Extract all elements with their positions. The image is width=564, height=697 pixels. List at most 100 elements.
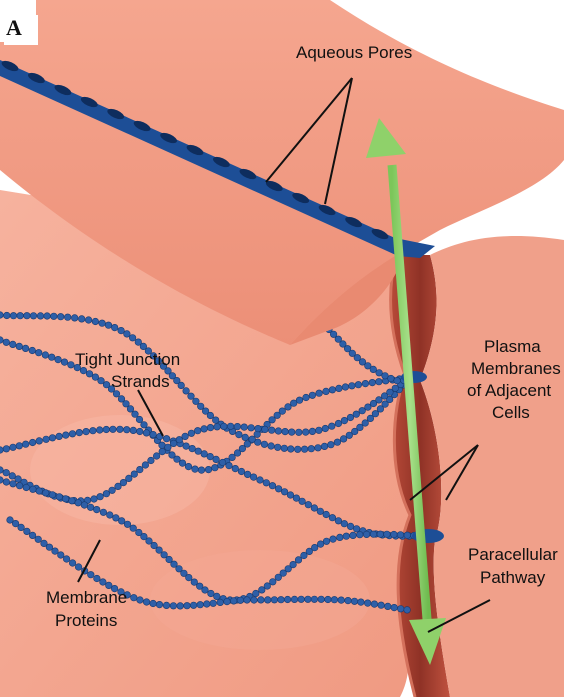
membrane-protein-bead <box>10 444 17 451</box>
membrane-protein-bead <box>143 430 150 437</box>
membrane-protein-bead <box>85 317 92 324</box>
membrane-protein-bead <box>90 427 97 434</box>
membrane-protein-bead <box>207 424 214 431</box>
membrane-protein-bead <box>370 531 377 538</box>
membrane-protein-bead <box>315 445 322 452</box>
membrane-protein-bead <box>156 601 163 608</box>
membrane-protein-bead <box>186 574 193 581</box>
membrane-protein-bead <box>221 423 228 430</box>
membrane-protein-bead <box>29 532 36 539</box>
membrane-protein-bead <box>284 596 291 603</box>
membrane-protein-bead <box>404 532 411 539</box>
membrane-protein-bead <box>281 489 288 496</box>
membrane-protein-bead <box>37 313 44 320</box>
membrane-protein-bead <box>23 484 30 491</box>
membrane-protein-bead <box>44 313 51 320</box>
membrane-protein-bead <box>16 443 23 450</box>
membrane-protein-bead <box>363 531 370 538</box>
membrane-protein-bead <box>296 429 303 436</box>
membrane-protein-bead <box>124 331 131 338</box>
membrane-protein-bead <box>271 597 278 604</box>
membrane-protein-bead <box>24 528 31 535</box>
membrane-protein-bead <box>376 370 383 377</box>
membrane-protein-bead <box>372 410 379 417</box>
membrane-protein-bead <box>336 385 343 392</box>
membrane-protein-bead <box>278 596 285 603</box>
membrane-protein-bead <box>49 435 56 442</box>
membrane-protein-bead <box>62 496 69 503</box>
membrane-protein-bead <box>46 544 53 551</box>
membrane-protein-bead <box>285 404 292 411</box>
membrane-protein-bead <box>17 312 24 319</box>
membrane-protein-bead <box>213 456 220 463</box>
membrane-protein-bead <box>131 471 138 478</box>
membrane-protein-bead <box>86 371 93 378</box>
membrane-protein-bead <box>207 412 214 419</box>
membrane-protein-bead <box>305 501 312 508</box>
membrane-protein-bead <box>142 462 149 469</box>
membrane-protein-bead <box>227 423 234 430</box>
membrane-protein-bead <box>329 514 336 521</box>
membrane-protein-bead <box>35 536 42 543</box>
membrane-protein-bead <box>376 378 383 385</box>
membrane-protein-bead <box>308 445 315 452</box>
membrane-protein-bead <box>230 598 237 605</box>
membrane-protein-bead <box>3 479 10 486</box>
membrane-protein-bead <box>275 428 282 435</box>
membrane-protein-bead <box>303 394 310 401</box>
membrane-protein-bead <box>382 373 389 380</box>
membrane-protein-bead <box>10 481 17 488</box>
membrane-protein-bead <box>131 594 138 601</box>
membrane-protein-bead <box>141 422 148 429</box>
membrane-protein-bead <box>268 427 275 434</box>
membrane-protein-bead <box>317 541 324 548</box>
membrane-protein-bead <box>92 318 99 325</box>
membrane-protein-bead <box>75 500 82 507</box>
membrane-protein-bead <box>124 521 131 528</box>
membrane-protein-bead <box>42 490 49 497</box>
membrane-protein-bead <box>268 443 275 450</box>
label-plasma-2: Membranes <box>471 359 561 378</box>
membrane-protein-bead <box>143 599 150 606</box>
membrane-protein-bead <box>362 380 369 387</box>
membrane-protein-bead <box>190 602 197 609</box>
membrane-protein-bead <box>244 597 251 604</box>
membrane-protein-bead <box>282 428 289 435</box>
membrane-protein-bead <box>93 506 100 513</box>
membrane-protein-bead <box>118 518 125 525</box>
membrane-protein-bead <box>98 377 105 384</box>
membrane-protein-bead <box>270 579 277 586</box>
membrane-protein-bead <box>296 397 303 404</box>
membrane-protein-bead <box>309 428 316 435</box>
membrane-protein-bead <box>370 366 377 373</box>
membrane-protein-bead <box>212 464 219 471</box>
membrane-protein-bead <box>248 425 255 432</box>
membrane-protein-bead <box>258 597 265 604</box>
membrane-protein-bead <box>305 596 312 603</box>
membrane-protein-bead <box>338 597 345 604</box>
membrane-protein-bead <box>342 384 349 391</box>
membrane-protein-bead <box>264 583 271 590</box>
membrane-protein-bead <box>177 603 184 610</box>
label-tight-junction-1: Tight Junction <box>75 350 180 369</box>
membrane-protein-bead <box>100 579 107 586</box>
membrane-protein-bead <box>343 533 350 540</box>
label-paracellular-1: Paracellular <box>468 545 558 564</box>
membrane-protein-bead <box>263 480 270 487</box>
membrane-protein-bead <box>388 375 395 382</box>
membrane-protein-bead <box>316 427 323 434</box>
membrane-protein-bead <box>341 417 348 424</box>
membrane-protein-bead <box>42 352 49 359</box>
membrane-protein-bead <box>208 590 215 597</box>
membrane-protein-bead <box>322 425 329 432</box>
membrane-protein-bead <box>207 453 214 460</box>
membrane-protein-bead <box>347 523 354 530</box>
membrane-protein-bead <box>355 381 362 388</box>
membrane-protein-bead <box>337 534 344 541</box>
membrane-protein-bead <box>107 512 114 519</box>
membrane-protein-bead <box>153 453 160 460</box>
membrane-protein-bead <box>170 603 177 610</box>
membrane-protein-bead <box>238 468 245 475</box>
membrane-protein-bead <box>335 518 342 525</box>
membrane-protein-bead <box>287 492 294 499</box>
